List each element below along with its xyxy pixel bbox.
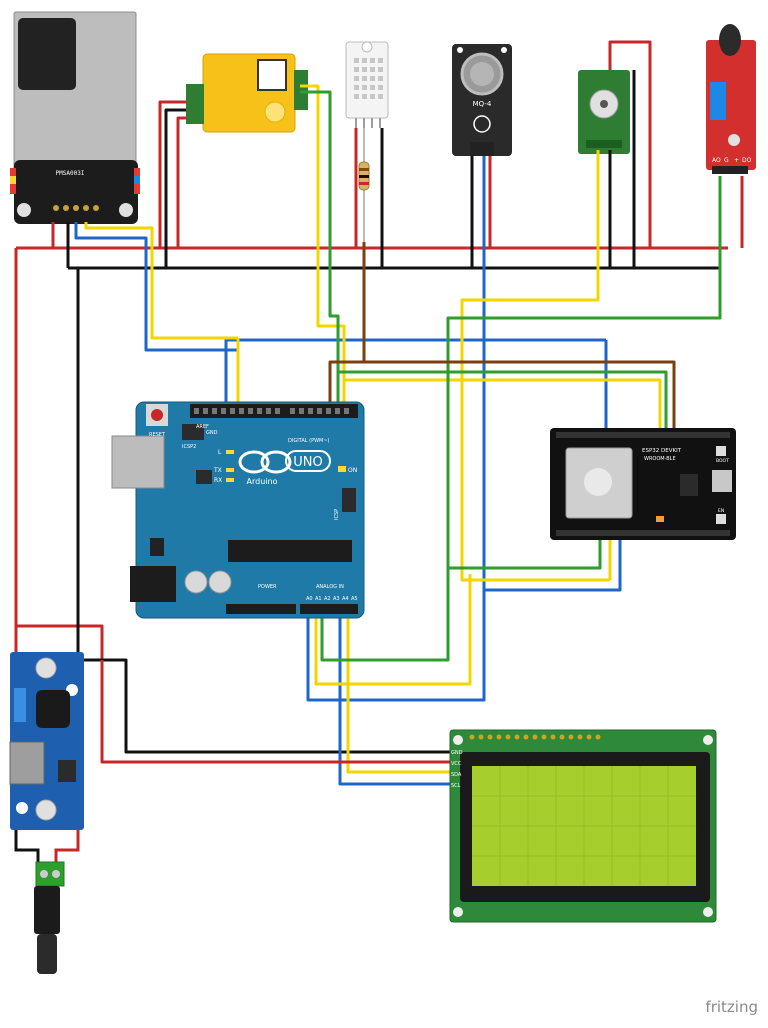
arduino-power-label: POWER [258,584,277,590]
analog-header [300,604,358,614]
pin-a1: A1 [315,596,322,602]
usb-port [111,435,165,489]
arduino-uno: RESET ICSP2 AREF GND DIGITAL (PWM~) L TX… [111,401,365,619]
yellow-gas-sensor [186,53,308,133]
arduino-brand-label: Arduino [247,477,278,486]
digital-header [190,404,358,418]
power-jack [130,566,176,602]
mq4-sensor: MQ-4 [452,44,512,156]
pin-a0: A0 [306,596,313,602]
flame-sensor-pins: AO G + DO [712,157,752,164]
arduino-digital-label: DIGITAL (PWM~) [288,438,330,444]
arduino-aref-label: AREF [196,424,209,430]
analog-pin-labels: A0 A1 A2 A3 A4 A5 [306,596,358,602]
pms-label: PMSA003I [56,170,85,177]
lcd-pin-gnd: GND [451,750,463,756]
pin-a5: A5 [351,596,358,602]
arduino-analog-label: ANALOG IN [316,584,344,590]
lcd-display: GND VCC SDA SCL [449,729,717,923]
wires [14,40,744,786]
atmega-chip [228,540,352,562]
micro-usb [712,470,732,492]
ir-temp-sensor [578,70,630,154]
lcd-pin-labels: GND VCC SDA SCL [451,750,463,789]
mq4-label: MQ-4 [473,100,492,108]
arduino-rx-label: RX [214,477,222,484]
power-header [226,604,296,614]
arduino-l-label: L [218,449,222,456]
arduino-gnd-label: GND [206,430,218,436]
flame-pin-vcc: + [734,157,739,164]
lcd-pin-sda: SDA [451,772,462,778]
reset-button[interactable] [151,409,163,421]
esp32-chip [680,474,698,496]
arduino-tx-label: TX [213,467,222,474]
buck-converter [9,652,84,830]
esp32-title: ESP32 DEVKIT [642,448,682,454]
pin-a3: A3 [333,596,340,602]
arduino-reset-label: RESET [149,432,166,438]
arduino-uno-label: UNO [293,455,322,470]
esp32-boot-label: BOOT [716,458,729,464]
fritzing-watermark: fritzing [705,998,758,1016]
pin-a2: A2 [324,596,331,602]
resistor [358,128,370,242]
flame-sensor: AO G + DO [706,24,756,174]
arduino-logo: UNO Arduino [238,450,331,486]
en-button[interactable] [716,514,726,524]
esp32-subtitle: WROOM-BLE [644,456,676,462]
boot-button[interactable] [716,446,726,456]
esp32-devkit: ESP32 DEVKIT WROOM-BLE BOOT EN [550,428,736,540]
flame-pin-g: G [724,157,729,164]
flame-pin-do: DO [742,157,752,164]
arduino-on-label: ON [348,467,357,474]
arduino-icsp-label: ICSP [334,509,340,520]
arduino-icsp2-label: ICSP2 [182,444,196,450]
inductor [36,690,70,728]
pms-sensor: PMSA003I [10,11,140,224]
lcd-pin-scl: SCL [451,783,461,789]
dht-sensor [345,41,389,128]
regulator-chip [9,741,45,785]
esp32-en-label: EN [718,508,724,514]
pin-a4: A4 [342,596,349,602]
flame-pin-ao: AO [712,157,721,164]
pms-breakout-board [14,160,138,224]
lcd-pin-vcc: VCC [451,761,462,767]
dc-barrel-jack [14,830,80,974]
